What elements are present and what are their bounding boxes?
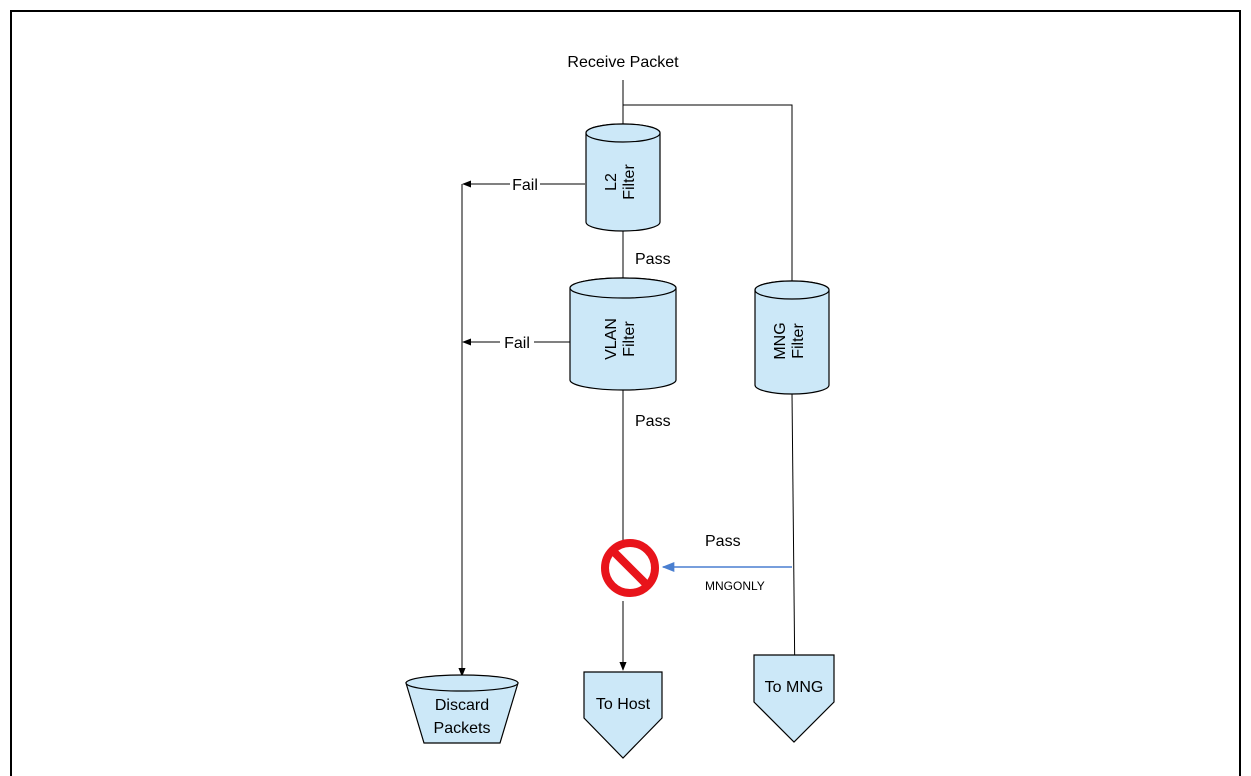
vlan-filter-label-line1: VLAN [603, 318, 620, 360]
diagram-frame [10, 10, 1241, 776]
mngonly-label: MNGONLY [705, 579, 765, 593]
mng-filter-node: MNG Filter [754, 280, 830, 395]
mng-pass-label: Pass [705, 533, 741, 550]
discard-packets-node: Discard Packets [405, 674, 519, 744]
l2-pass-label: Pass [635, 251, 671, 268]
vlan-fail-label: Fail [504, 335, 530, 352]
vlan-filter-label-line2: Filter [621, 321, 638, 357]
edge-receive-to-mng [623, 104, 796, 290]
l2-filter-node: L2 Filter [585, 123, 661, 232]
l2-filter-label-line2: Filter [621, 164, 638, 200]
l2-filter-label-line1: L2 [603, 173, 620, 191]
to-mng-node: To MNG [753, 654, 835, 743]
discard-label-line1: Discard [435, 697, 489, 714]
connectors [458, 80, 799, 692]
to-host-label: To Host [596, 696, 651, 713]
receive-packet-label: Receive Packet [567, 54, 679, 71]
mng-filter-label-line1: MNG [772, 322, 789, 359]
vlan-filter-node: VLAN Filter [569, 277, 677, 391]
vlan-pass-label: Pass [635, 413, 671, 430]
blocked-sign-icon [601, 539, 659, 597]
mng-filter-label-line2: Filter [790, 323, 807, 359]
to-mng-label: To MNG [765, 679, 824, 696]
to-host-node: To Host [583, 671, 663, 759]
edge-mng-to-output [791, 392, 799, 692]
discard-label-line2: Packets [434, 720, 491, 737]
l2-fail-label: Fail [512, 177, 538, 194]
